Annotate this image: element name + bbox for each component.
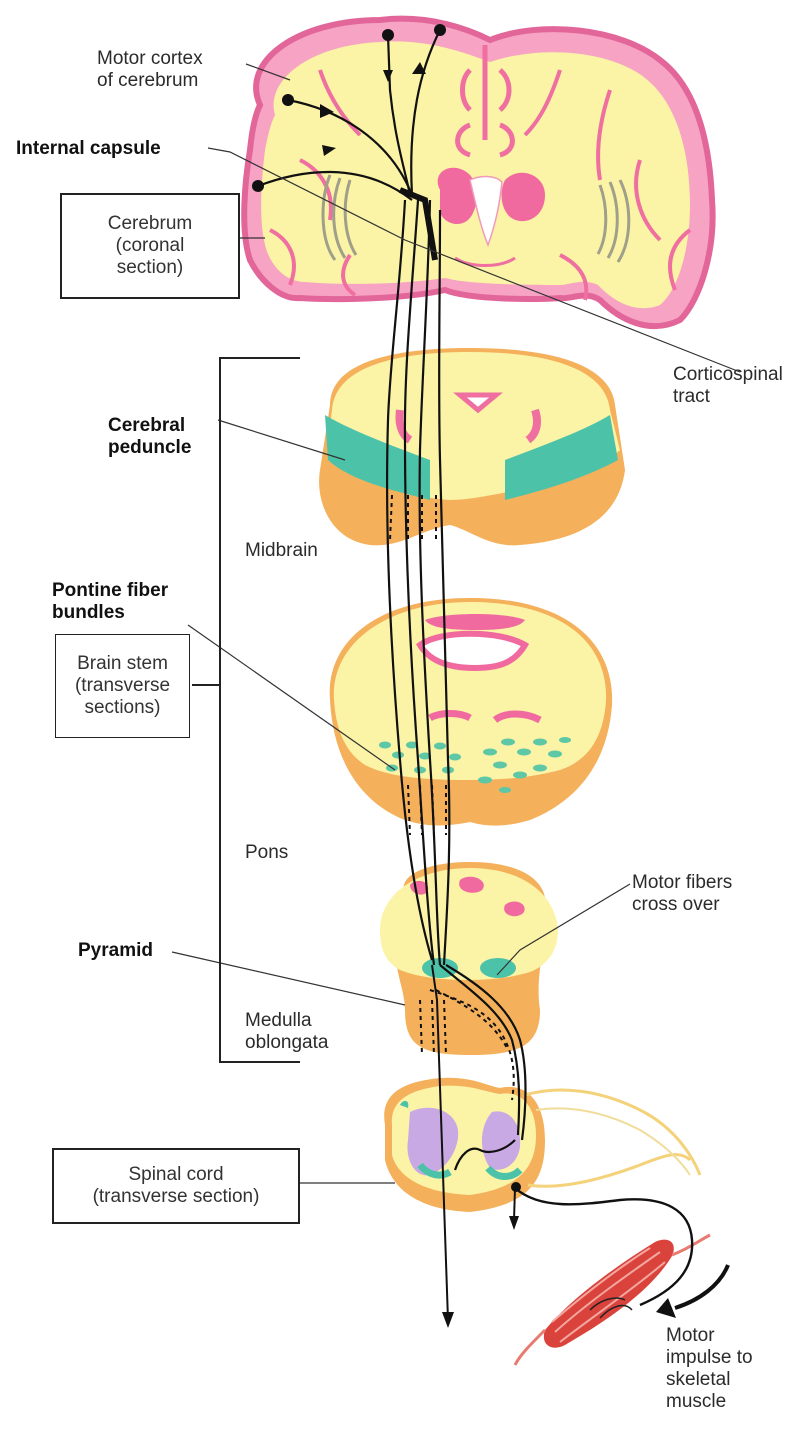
box-spinal-cord: Spinal cord (transverse section) (52, 1148, 300, 1224)
label-pons: Pons (245, 842, 288, 864)
label-internal-capsule: Internal capsule (16, 138, 161, 160)
label-pontine-fiber-bundles: Pontine fiber bundles (52, 580, 168, 624)
pons-section (330, 598, 612, 826)
impulse-arrowhead (656, 1298, 676, 1318)
label-motor-fibers-cross-over: Motor fibers cross over (632, 872, 732, 916)
label-cerebral-peduncle: Cerebral peduncle (108, 415, 191, 459)
label-motor-impulse: Motor impulse to skeletal muscle (666, 1325, 753, 1413)
label-medulla-oblongata: Medulla oblongata (245, 1010, 328, 1054)
impulse-arrow (675, 1265, 728, 1308)
label-corticospinal-tract: Corticospinal tract (673, 364, 783, 408)
label-pyramid: Pyramid (78, 940, 153, 962)
label-motor-cortex: Motor cortex of cerebrum (97, 48, 203, 92)
medulla-section (380, 862, 558, 1055)
box-brain-stem: Brain stem (transverse sections) (55, 634, 190, 738)
midbrain-section (319, 348, 625, 545)
box-cerebrum: Cerebrum (coronal section) (60, 193, 240, 299)
label-midbrain: Midbrain (245, 540, 318, 562)
spinal-cord-section (384, 1078, 700, 1212)
